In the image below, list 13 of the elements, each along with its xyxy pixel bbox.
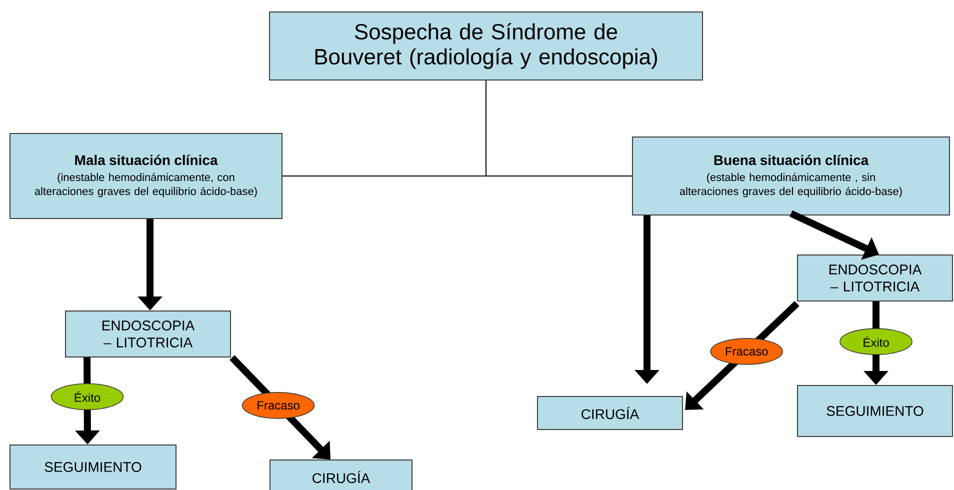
process-box: CIRUGÍA [537,396,683,430]
process-box: Buena situación clínica (estable hemodinámicamente , sin alteraciones graves del equilibrio ácido-base) [632,136,950,216]
edge-label: Éxito [840,328,912,355]
process-box: SEGUIMIENTO [10,444,176,490]
edge-label: Éxito [50,383,124,410]
process-box: Mala situación clínica (inestable hemodinámicamente, con alteraciones graves del equilibrio ácido-base) [10,133,282,219]
process-box: CIRUGÍA [270,460,412,490]
edge-label: Fracaso [710,338,783,365]
process-box: SEGUIMIENTO [797,385,953,437]
process-box: ENDOSCOPIA – LITOTRICIA [65,310,231,358]
edge-label: Fracaso [242,392,315,419]
process-box: ENDOSCOPIA – LITOTRICIA [797,254,953,302]
process-box: Sospecha de Síndrome de Bouveret (radiología y endoscopia) [269,12,703,80]
